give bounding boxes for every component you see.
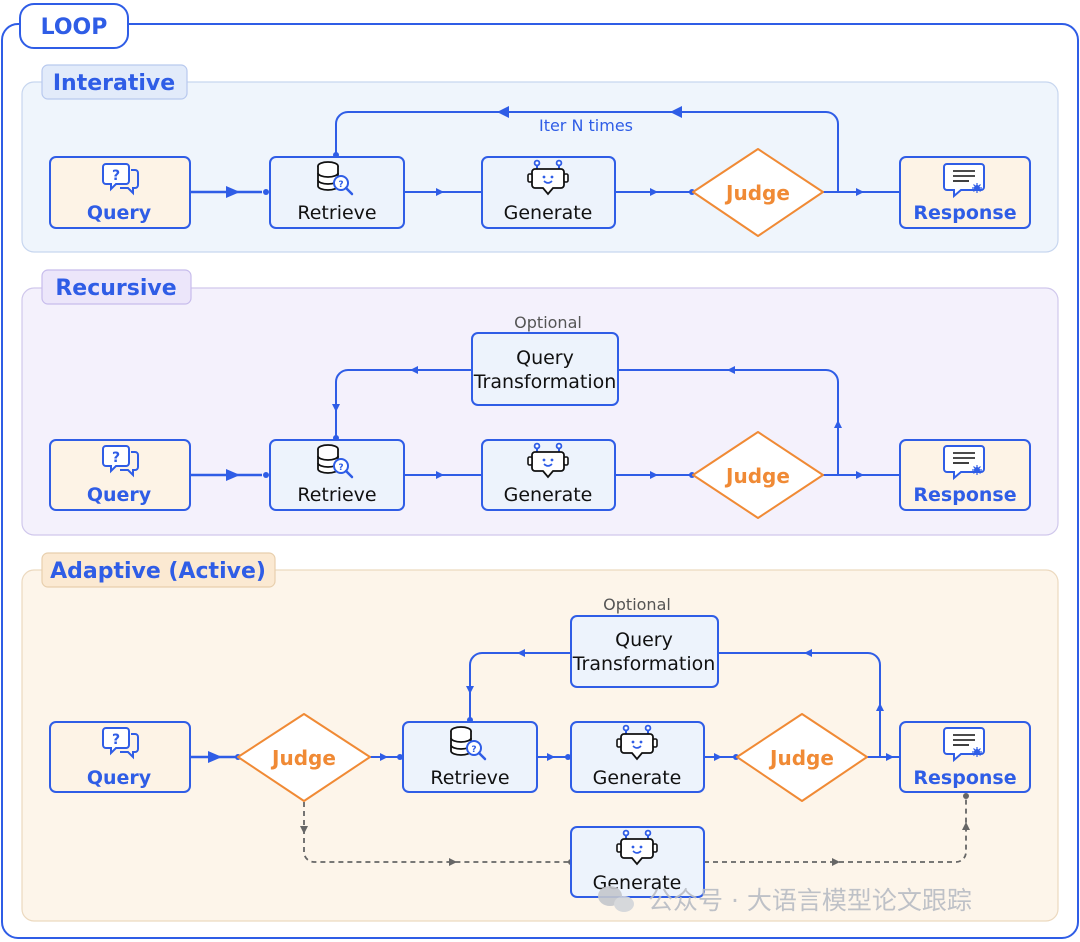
ad-dot-3 [565, 754, 571, 760]
iter-dot-1 [263, 189, 269, 195]
iterative-title: Interative [53, 71, 175, 96]
ad-arrowhead-4 [714, 753, 722, 761]
rec-optional-label: Optional [514, 313, 582, 332]
iter-response-label: Response [913, 202, 1016, 224]
iterative-loop-line [335, 111, 839, 192]
ad-generate2-node: Generate [570, 826, 705, 898]
ad-grey-arrow-right-2 [832, 858, 840, 866]
rec-query-node: Query [49, 439, 191, 511]
rec-retrieve-node: Retrieve [269, 439, 405, 511]
rec-judge-node: Judge [692, 431, 824, 519]
ad-grey-arrow-right-1 [449, 858, 457, 866]
ad-arrowhead-2 [380, 753, 388, 761]
iterative-title-tab [41, 64, 188, 100]
ad-grey-arrow-up [962, 822, 970, 830]
rec-response-label: Response [913, 484, 1016, 506]
adaptive-loop-line [718, 652, 881, 757]
iter-generate-label: Generate [504, 202, 593, 224]
ad-generate-node: Generate [570, 721, 705, 793]
ad-optional-label: Optional [603, 595, 671, 614]
iter-arrowhead-4 [856, 188, 864, 196]
ad-arrowhead-3 [547, 753, 555, 761]
watermark-text: 公众号 · 大语言模型论文跟踪 [648, 886, 972, 915]
ad-judge2-node: Judge [736, 713, 868, 802]
ad-retrieve-node: Retrieve [402, 721, 538, 793]
rec-arrowhead-4 [856, 471, 864, 479]
ad-response-node: Response [899, 721, 1031, 793]
recursive-title-tab [41, 269, 192, 305]
ad-transform-label-2: Transformation [572, 653, 716, 675]
rec-transform-label-2: Transformation [473, 371, 617, 393]
section-recursive: Recursive Optional Query Transformation … [21, 269, 1059, 536]
rec-arrowhead-1 [226, 469, 240, 481]
iter-generate-node: Generate [481, 156, 616, 229]
ad-grey-arrow-down [300, 826, 308, 834]
rec-arrowhead-left-2 [410, 366, 418, 374]
ad-transform-node: Query Transformation [570, 615, 719, 688]
ad-grey-dot-2 [963, 793, 969, 799]
loop-title: LOOP [41, 15, 108, 40]
iter-arrowhead-3 [650, 188, 658, 196]
ad-arrowhead-down [466, 686, 474, 694]
ad-arrowhead-1 [208, 751, 222, 763]
rec-transform-label-1: Query [516, 347, 574, 369]
iterative-loop-label: Iter N times [539, 116, 633, 135]
adaptive-title-tab [41, 552, 276, 588]
adaptive-panel [21, 569, 1059, 922]
iter-query-label: Query [87, 202, 152, 224]
rec-arrowhead-left-1 [727, 366, 735, 374]
ad-generate-label: Generate [593, 767, 682, 789]
ad-judge1-label: Judge [270, 746, 336, 770]
ad-arrowhead-left-2 [517, 649, 525, 657]
ad-query-node: Query [49, 721, 191, 793]
iter-judge-node: Judge [692, 148, 824, 237]
rec-arrowhead-2 [436, 471, 444, 479]
rec-query-label: Query [87, 484, 152, 506]
ad-transform-label-1: Query [615, 629, 673, 651]
ad-response-label: Response [913, 767, 1016, 789]
iter-response-node: Response [899, 156, 1031, 229]
recursive-title: Recursive [55, 276, 176, 301]
ad-judge1-node: Judge [237, 713, 371, 802]
adaptive-loop-line-2 [469, 652, 571, 720]
rec-response-node: Response [899, 439, 1031, 511]
recursive-loop-line [618, 369, 839, 474]
ad-retrieve-label: Retrieve [430, 767, 509, 789]
ad-arrowhead-5 [886, 753, 894, 761]
watermark: 公众号 · 大语言模型论文跟踪 [598, 886, 972, 915]
iter-query-node: Query [49, 156, 191, 229]
recursive-loop-line-2 [335, 369, 472, 438]
adaptive-title: Adaptive (Active) [50, 559, 266, 584]
rec-arrowhead-3 [650, 471, 658, 479]
iter-arrowhead-1 [226, 186, 240, 198]
ad-arrowhead-up [876, 703, 884, 711]
iterative-loop-arrow-2 [497, 106, 509, 118]
section-adaptive: Adaptive (Active) Optional Query Transfo… [21, 552, 1059, 922]
rec-arrowhead-up [834, 420, 842, 428]
iter-arrowhead-2 [436, 188, 444, 196]
ad-arrowhead-left-1 [804, 649, 812, 657]
rec-retrieve-label: Retrieve [297, 484, 376, 506]
loop-title-tab [19, 3, 129, 49]
iter-retrieve-label: Retrieve [297, 202, 376, 224]
iterative-loop-arrow-1 [670, 106, 682, 118]
rec-dot-1 [263, 472, 269, 478]
ad-judge2-label: Judge [768, 746, 834, 770]
section-iterative: Interative Iter N times Query Retrieve [21, 64, 1059, 253]
ad-dashed-bypass [303, 794, 967, 863]
rec-generate-node: Generate [481, 439, 616, 511]
ad-query-label: Query [87, 767, 152, 789]
iter-retrieve-node: Retrieve [269, 156, 405, 229]
wechat-icon [598, 886, 634, 912]
rec-judge-label: Judge [724, 464, 790, 488]
rec-transform-node: Query Transformation [471, 332, 619, 406]
rec-generate-label: Generate [504, 484, 593, 506]
rec-arrowhead-down [332, 404, 340, 412]
ad-dot-2 [397, 754, 403, 760]
iter-judge-label: Judge [724, 181, 790, 205]
